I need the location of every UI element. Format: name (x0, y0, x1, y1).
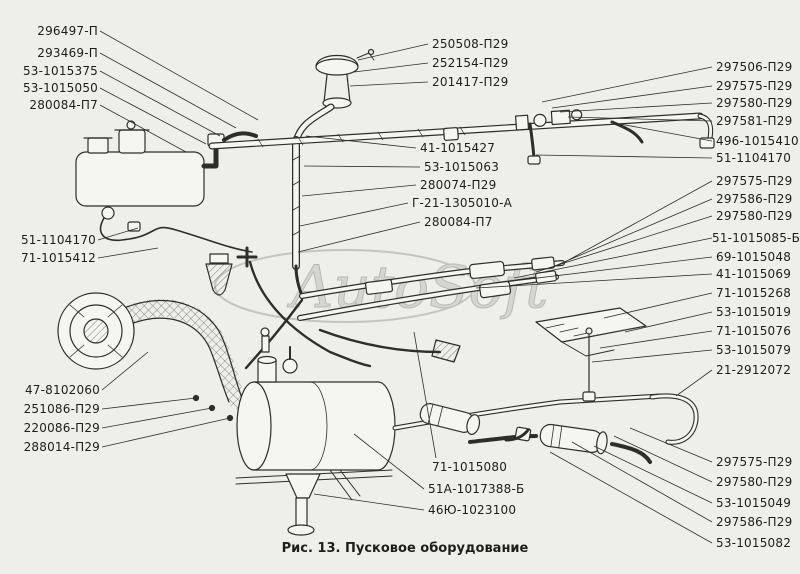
part-number-label: 280084-П7 (424, 215, 493, 229)
part-number-label: 53-1015082 (716, 536, 792, 550)
part-number-label: 252154-П29 (432, 56, 509, 70)
part-number-label: 41-1015427 (420, 141, 496, 155)
part-number-label: 297586-П29 (716, 192, 793, 206)
part-number-label: 21-2912072 (716, 363, 792, 377)
part-number-label: 250508-П29 (432, 37, 509, 51)
part-number-label: 71-1015412 (20, 251, 96, 265)
part-number-label: 251086-П29 (23, 402, 100, 416)
heater-cylinder (192, 327, 396, 536)
part-number-label: 53-1015049 (716, 496, 792, 510)
part-number-label: 53-1015375 (22, 64, 98, 78)
part-number-label: 53-1015063 (424, 160, 500, 174)
part-number-label: 297580-П29 (716, 475, 793, 489)
part-number-label: Г-21-1305010-А (412, 196, 513, 210)
part-number-label: 41-1015069 (716, 267, 792, 281)
vertical-pipe (292, 136, 301, 270)
part-number-label: 297580-П29 (716, 96, 793, 110)
part-number-label: 293469-П (37, 46, 98, 60)
part-number-label: 297575-П29 (716, 174, 793, 188)
part-number-label: 288014-П29 (23, 440, 100, 454)
expansion-tank (75, 120, 258, 253)
leader-lines (97, 30, 713, 544)
hose-bundle (244, 256, 565, 370)
part-number-label: 51-1015085-Б (712, 231, 800, 245)
part-number-label: 53-1015050 (22, 81, 98, 95)
figure-caption: Рис. 13. Пусковое оборудование (281, 541, 529, 556)
part-number-label: 47-8102060 (24, 383, 100, 397)
carburetor-air-intake (292, 48, 375, 146)
part-number-label: 69-1015048 (716, 250, 792, 264)
part-number-label: 297581-П29 (716, 114, 793, 128)
part-number-label: 51А-1017388-Б (428, 482, 525, 496)
part-number-label: 71-1015076 (716, 324, 792, 338)
part-number-label: 280084-П7 (29, 98, 98, 112)
part-number-label: 296497-П (37, 24, 98, 38)
part-number-label: 496-1015410 (716, 134, 799, 148)
part-number-label: 297580-П29 (716, 209, 793, 223)
main-pipe (208, 109, 715, 165)
part-number-label: 51-1104170 (20, 233, 96, 247)
part-number-label: 297586-П29 (716, 515, 793, 529)
fuel-line-assembly (392, 327, 699, 464)
part-number-label: 201417-П29 (432, 75, 509, 89)
part-number-label: 280074-П29 (420, 178, 497, 192)
part-number-label: 297575-П29 (716, 79, 793, 93)
sediment-filter (205, 246, 258, 296)
part-number-label: 53-1015019 (716, 305, 792, 319)
blower (57, 292, 246, 409)
part-number-label: 71-1015268 (716, 286, 792, 300)
part-number-label: 220086-П29 (23, 421, 100, 435)
part-number-label: 51-1104170 (716, 151, 792, 165)
part-number-label: 297575-П29 (716, 455, 793, 469)
part-number-label: 297506-П29 (716, 60, 793, 74)
part-number-label: 53-1015079 (716, 343, 792, 357)
part-number-label: 71-1015080 (432, 460, 508, 474)
part-number-label: 46Ю-1023100 (428, 503, 517, 517)
